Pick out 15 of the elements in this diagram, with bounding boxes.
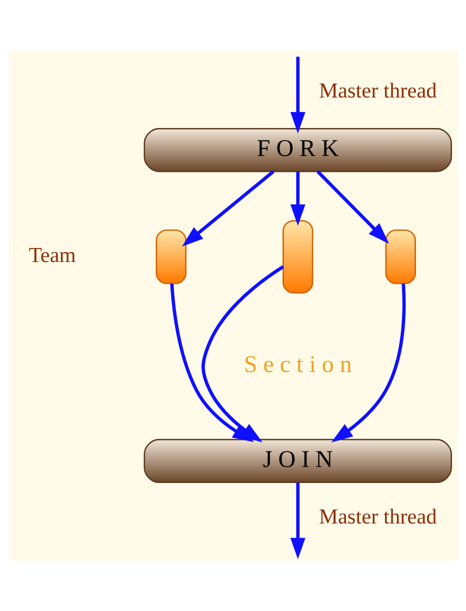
edge-label: Master thread [318,504,436,528]
node-bar [155,229,186,284]
label: S e c t i o n [243,352,352,378]
node-box: J O I N [143,438,452,483]
node-box: F O R K [143,128,452,172]
edge-label: Master thread [318,78,436,103]
label: Team [28,242,76,267]
node-bar [282,220,313,294]
arrow [290,482,305,560]
arrow [316,170,389,244]
arrow [290,171,305,226]
arrow [290,56,305,134]
arrow [330,284,406,442]
arrow [182,170,274,246]
node-bar [384,229,416,284]
